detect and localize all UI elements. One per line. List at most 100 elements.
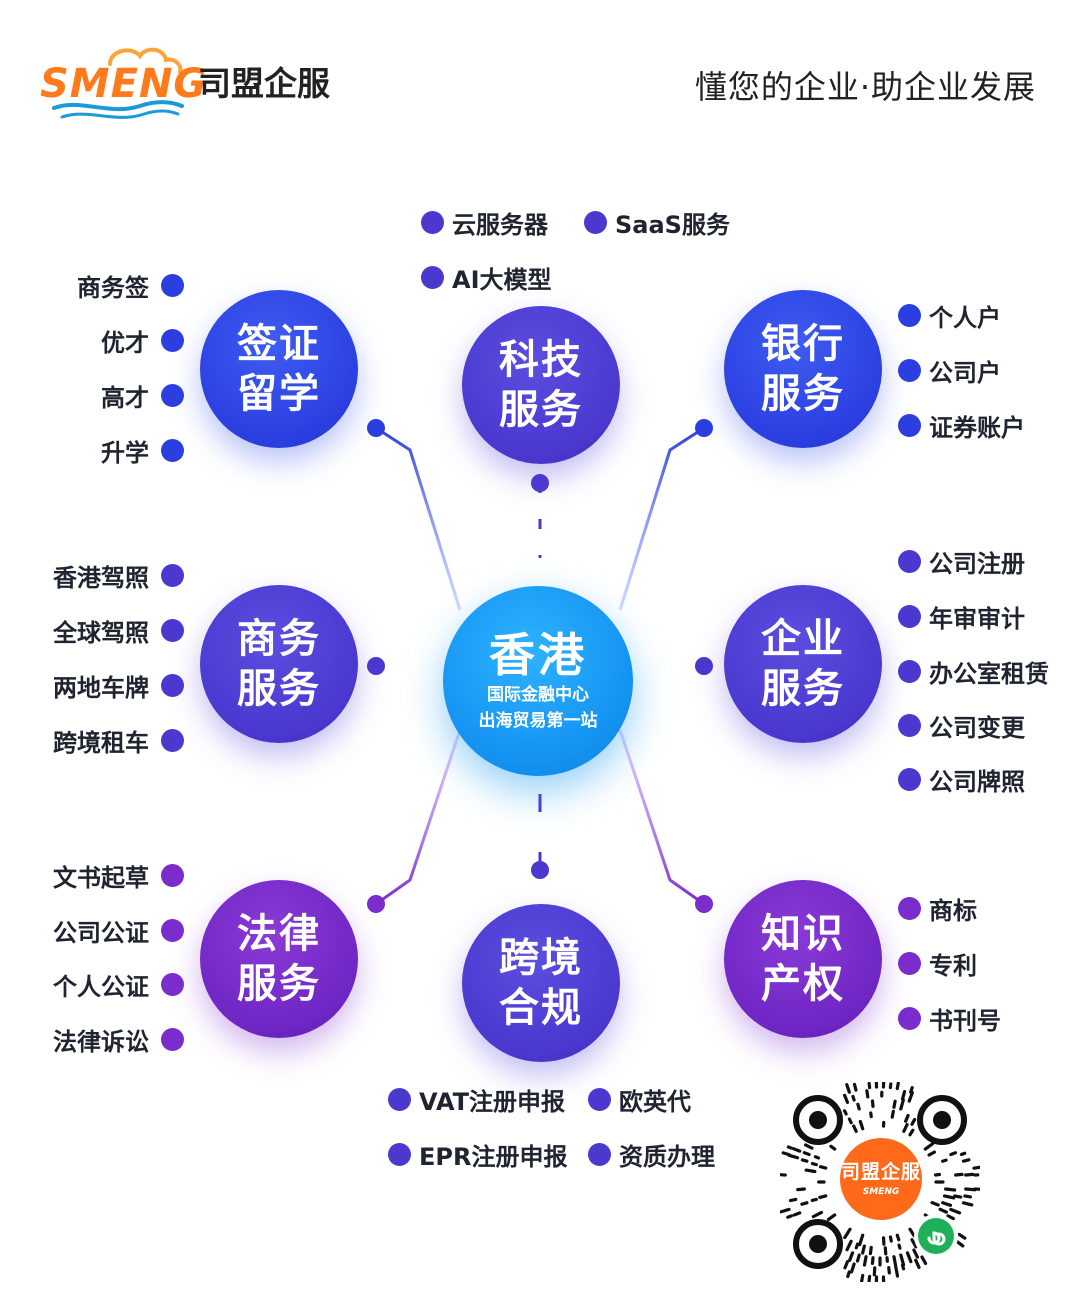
list-item-tech[interactable]: AI大模型 xyxy=(421,262,552,294)
bullet-icon xyxy=(161,863,184,887)
qr-module xyxy=(846,1270,851,1279)
qr-module xyxy=(905,1251,913,1264)
qr-module xyxy=(927,1150,936,1157)
bullet-icon xyxy=(161,383,184,407)
node-corp-service[interactable]: 企业服务 xyxy=(724,585,882,743)
qr-module xyxy=(887,1265,891,1275)
list-item-tech[interactable]: SaaS服务 xyxy=(584,207,730,239)
list-item-ip[interactable]: 商标 xyxy=(898,893,977,925)
list-item-compliance[interactable]: VAT注册申报 xyxy=(388,1084,565,1116)
hub-subtitle-2: 出海贸易第一站 xyxy=(478,711,598,731)
list-item-visa[interactable]: 商务签 xyxy=(77,270,184,302)
bullet-icon xyxy=(161,563,184,587)
qr-module xyxy=(870,1256,875,1265)
list-item-visa[interactable]: 高才 xyxy=(101,380,184,412)
connector-dot-tech xyxy=(531,474,549,492)
connector-bank xyxy=(618,426,705,611)
list-item-bank[interactable]: 公司户 xyxy=(898,355,1001,387)
qr-module xyxy=(890,1109,895,1119)
node-legal-service[interactable]: 法律服务 xyxy=(200,880,358,1038)
connector-dot-legal xyxy=(367,895,385,913)
bullet-icon xyxy=(161,972,184,996)
qr-module xyxy=(957,1232,967,1240)
item-label: 跨境租车 xyxy=(53,728,149,757)
item-label: AI大模型 xyxy=(452,265,552,294)
qr-module xyxy=(856,1102,861,1111)
qr-module xyxy=(851,1094,856,1102)
qr-module xyxy=(858,1119,865,1131)
qr-center-badge: 司盟企服 SMENG xyxy=(840,1138,922,1220)
list-item-bank[interactable]: 证券账户 xyxy=(898,410,1025,442)
qr-module xyxy=(855,1253,861,1263)
list-item-business[interactable]: 两地车牌 xyxy=(53,670,184,702)
node-bank-service[interactable]: 银行服务 xyxy=(724,290,882,448)
item-label: 商标 xyxy=(929,896,977,925)
qr-module xyxy=(892,1255,898,1267)
qr-module xyxy=(946,1214,955,1221)
hub-title: 香港 xyxy=(489,628,587,682)
qr-module xyxy=(803,1143,814,1150)
node-visa-study[interactable]: 签证留学 xyxy=(200,290,358,448)
qr-module xyxy=(973,1187,980,1191)
list-item-tech[interactable]: 云服务器 xyxy=(421,207,548,239)
wechat-miniprogram-icon xyxy=(918,1218,954,1254)
list-item-ip[interactable]: 书刊号 xyxy=(898,1003,1001,1035)
list-item-ip[interactable]: 专利 xyxy=(898,948,977,980)
list-item-bank[interactable]: 个人户 xyxy=(898,300,1001,332)
qr-module xyxy=(868,1245,873,1256)
list-item-visa[interactable]: 升学 xyxy=(101,435,184,467)
qr-module xyxy=(963,1194,973,1199)
qr-module xyxy=(813,1155,821,1160)
qr-module xyxy=(954,1172,964,1177)
list-item-legal[interactable]: 个人公证 xyxy=(53,969,184,1001)
qr-module xyxy=(796,1187,806,1192)
qr-module xyxy=(792,1211,802,1217)
mini-program-qr-code[interactable] xyxy=(780,1082,980,1282)
list-item-business[interactable]: 跨境租车 xyxy=(53,725,184,757)
qr-module xyxy=(895,1233,901,1242)
bullet-icon xyxy=(898,413,921,437)
bullet-icon xyxy=(898,1006,921,1030)
item-label: 云服务器 xyxy=(452,210,548,239)
qr-module xyxy=(847,1117,853,1125)
qr-module xyxy=(900,1089,907,1101)
node-ip[interactable]: 知识产权 xyxy=(724,880,882,1038)
brand-logo: SMENG 司盟企服 xyxy=(40,42,360,126)
bullet-icon xyxy=(898,896,921,920)
bullet-icon xyxy=(388,1142,411,1166)
node-compliance[interactable]: 跨境合规 xyxy=(462,904,620,1062)
bullet-icon xyxy=(161,673,184,697)
list-item-business[interactable]: 全球驾照 xyxy=(53,615,184,647)
list-item-business[interactable]: 香港驾照 xyxy=(53,560,184,592)
list-item-corp[interactable]: 公司注册 xyxy=(898,546,1025,578)
bullet-icon xyxy=(898,303,921,327)
node-business-service[interactable]: 商务服务 xyxy=(200,585,358,743)
qr-module xyxy=(826,1213,837,1222)
node-ip-title: 知识产权 xyxy=(761,911,845,1007)
qr-module xyxy=(843,1093,850,1104)
list-item-corp[interactable]: 公司变更 xyxy=(898,710,1025,742)
list-item-compliance[interactable]: 欧英代 xyxy=(588,1084,691,1116)
list-item-corp[interactable]: 年审审计 xyxy=(898,601,1025,633)
item-label: 个人户 xyxy=(929,303,1001,332)
item-label: 公司公证 xyxy=(53,918,149,947)
list-item-corp[interactable]: 公司牌照 xyxy=(898,764,1025,796)
qr-module xyxy=(850,1262,856,1274)
list-item-corp[interactable]: 办公室租赁 xyxy=(898,656,1049,688)
list-item-legal[interactable]: 公司公证 xyxy=(53,915,184,947)
list-item-legal[interactable]: 法律诉讼 xyxy=(53,1024,184,1056)
connector-dot-ip xyxy=(695,895,713,913)
qr-module xyxy=(953,1238,965,1248)
list-item-legal[interactable]: 文书起草 xyxy=(53,860,184,892)
list-item-compliance[interactable]: EPR注册申报 xyxy=(388,1139,567,1171)
node-tech-service[interactable]: 科技服务 xyxy=(462,306,620,464)
qr-module xyxy=(941,1201,953,1207)
qr-module xyxy=(904,1113,910,1123)
hub-hongkong: 香港 国际金融中心 出海贸易第一站 xyxy=(443,586,633,776)
list-item-compliance[interactable]: 资质办理 xyxy=(588,1139,715,1171)
item-label: 证券账户 xyxy=(929,413,1025,442)
list-item-visa[interactable]: 优才 xyxy=(101,325,184,357)
logo-cloud-wave-icon xyxy=(52,47,184,119)
qr-module xyxy=(910,1117,917,1126)
